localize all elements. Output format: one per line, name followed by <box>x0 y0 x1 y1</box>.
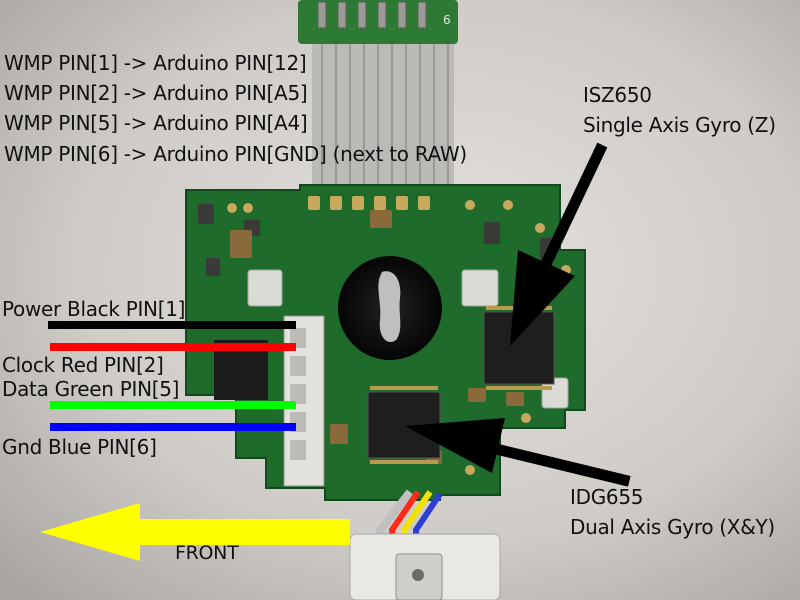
idg655-name-label: IDG655 <box>570 485 644 509</box>
ribbon-cable <box>312 40 454 200</box>
front-arrow <box>40 503 350 561</box>
wiring-note-pin2: WMP PIN[2] -> Arduino PIN[A5] <box>4 81 308 105</box>
isz650-description-label: Single Axis Gyro (Z) <box>583 113 776 137</box>
idg655-pointer-arrow <box>405 418 631 487</box>
front-label: FRONT <box>175 542 239 564</box>
wiring-note-pin6: WMP PIN[6] -> Arduino PIN[GND] (next to … <box>4 142 467 166</box>
gnd-wire-label: Gnd Blue PIN[6] <box>2 435 157 459</box>
clock-wire-label: Clock Red PIN[2] <box>2 353 164 377</box>
connector-pin-number: 6 <box>443 13 451 27</box>
bottom-cable <box>349 489 501 600</box>
isz650-name-label: ISZ650 <box>583 83 652 107</box>
isz650-chip <box>483 311 555 385</box>
data-wire-label: Data Green PIN[5] <box>2 377 180 401</box>
power-wire-label: Power Black PIN[1] <box>2 297 186 321</box>
isz650-pointer-arrow <box>510 142 608 346</box>
idg655-description-label: Dual Axis Gyro (X&Y) <box>570 515 775 539</box>
wiring-note-pin5: WMP PIN[5] -> Arduino PIN[A4] <box>4 111 308 135</box>
wiring-note-pin1: WMP PIN[1] -> Arduino PIN[12] <box>4 51 307 75</box>
top-connector: 6 <box>298 0 458 44</box>
